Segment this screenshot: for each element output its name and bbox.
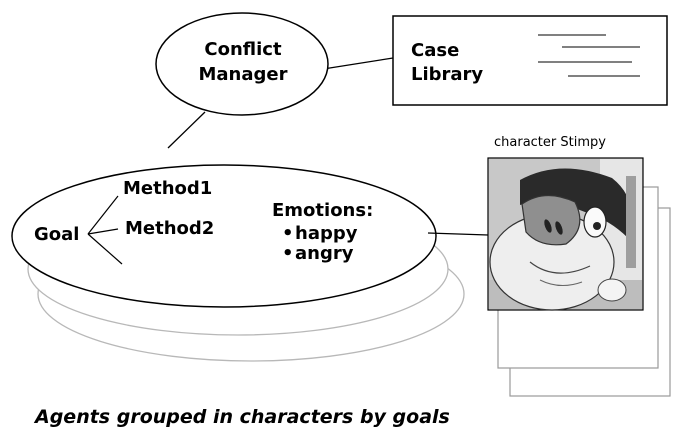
case-library-box — [392, 15, 668, 106]
method2-label: Method2 — [125, 218, 214, 239]
connector-manager-to-library — [316, 57, 394, 71]
conflict-manager-ellipse — [155, 12, 329, 116]
connector-manager-to-agents — [167, 111, 206, 149]
character-stimpy-image[interactable] — [487, 157, 644, 311]
emotions-title: Emotions: — [272, 200, 373, 221]
case-library-line2: Library — [411, 64, 483, 85]
conflict-manager-line2: Manager — [199, 64, 288, 85]
case-library-node[interactable]: Case Library — [392, 15, 668, 106]
case-library-entry-lines — [538, 34, 640, 77]
character-label: character Stimpy — [494, 135, 606, 150]
emotion-happy-bullet: • — [282, 223, 294, 244]
emotion-angry: angry — [295, 243, 354, 264]
agent-group-node[interactable]: Goal Method1 Method2 Emotions: • happy •… — [11, 164, 437, 308]
emotion-angry-bullet: • — [282, 243, 294, 264]
connector-agents-to-character — [427, 232, 489, 236]
agent-ellipse — [11, 164, 437, 308]
goal-label: Goal — [34, 224, 79, 245]
emotion-happy: happy — [295, 223, 358, 244]
diagram-caption: Agents grouped in characters by goals — [33, 406, 450, 428]
conflict-manager-line1: Conflict — [204, 39, 282, 60]
conflict-manager-node[interactable]: Conflict Manager — [155, 12, 329, 116]
case-library-line1: Case — [411, 40, 459, 61]
method1-label: Method1 — [123, 178, 212, 199]
goal-method-branches — [87, 195, 123, 265]
